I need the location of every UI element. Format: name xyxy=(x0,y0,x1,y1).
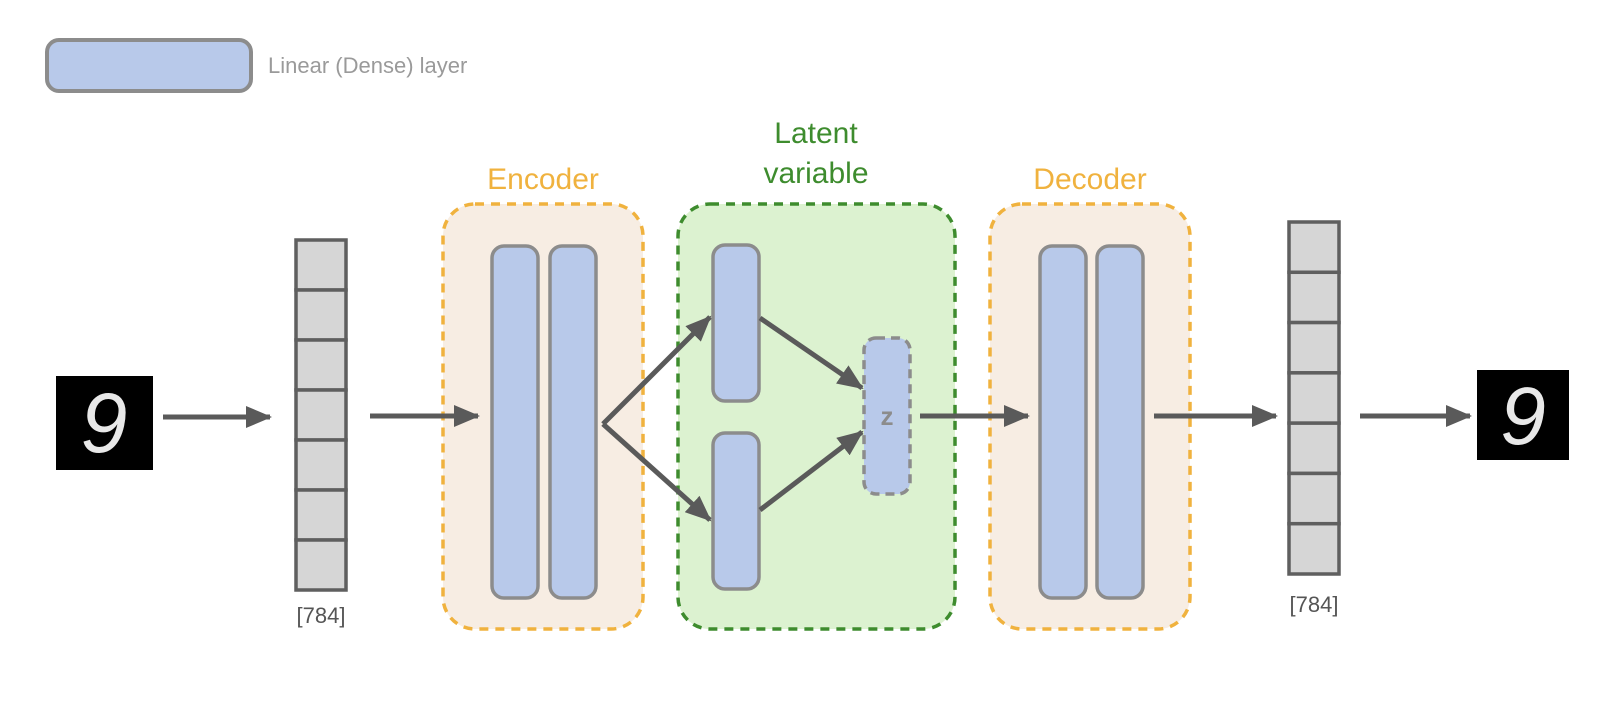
output-vector-cell xyxy=(1287,270,1341,325)
input-vector xyxy=(294,238,348,592)
encoder-layer-2 xyxy=(548,244,598,600)
latent-label-line1: Latent xyxy=(774,117,858,150)
input-vector-cell xyxy=(294,488,348,542)
latent-z-label: z xyxy=(881,401,894,431)
latent-logvar-layer xyxy=(711,431,761,591)
output-vector-cell xyxy=(1287,471,1341,526)
latent-label-line2: variable xyxy=(763,157,868,190)
output-vector-cell xyxy=(1287,320,1341,375)
arrows xyxy=(163,315,1472,522)
output-vector-cell xyxy=(1287,371,1341,425)
arrow-encoder-split xyxy=(601,315,712,426)
arrow-logvar-to-z xyxy=(758,430,864,512)
input-vector-cell xyxy=(294,238,348,292)
legend: Linear (Dense) layer xyxy=(45,38,467,93)
encoder-group: Encoder xyxy=(441,163,645,631)
output-vector-cell xyxy=(1287,220,1341,275)
input-vector-cell xyxy=(294,538,348,592)
input-vector-cell xyxy=(294,338,348,392)
output-dim-label: [784] xyxy=(1290,592,1339,617)
decoder-label: Decoder xyxy=(1033,163,1146,196)
input-vector-cell xyxy=(294,288,348,342)
latent-mean-layer xyxy=(711,243,761,403)
latent-z-layer xyxy=(862,336,912,496)
input-vector-cell xyxy=(294,388,348,442)
arrow-encoder-split-down xyxy=(601,422,712,522)
input-dim-label: [784] xyxy=(297,603,346,628)
legend-layer-swatch xyxy=(45,38,253,93)
input-digit-image: 9 xyxy=(56,376,153,470)
decoder-layer-1 xyxy=(1038,244,1088,600)
output-vector xyxy=(1287,220,1341,576)
output-vector-cell xyxy=(1287,421,1341,476)
decoder-layer-2 xyxy=(1095,244,1145,600)
input-digit-glyph: 9 xyxy=(81,376,128,470)
latent-group: Latent variable z xyxy=(676,117,957,631)
arrow-mean-to-z xyxy=(758,315,864,391)
encoder-label: Encoder xyxy=(487,163,599,196)
decoder-group: Decoder xyxy=(988,163,1192,631)
output-digit-image: 9 xyxy=(1477,370,1569,462)
legend-label: Linear (Dense) layer xyxy=(268,53,467,78)
input-vector-cell xyxy=(294,438,348,492)
output-vector-cell xyxy=(1287,521,1341,576)
encoder-layer-1 xyxy=(490,244,540,600)
output-digit-glyph: 9 xyxy=(1500,371,1546,462)
